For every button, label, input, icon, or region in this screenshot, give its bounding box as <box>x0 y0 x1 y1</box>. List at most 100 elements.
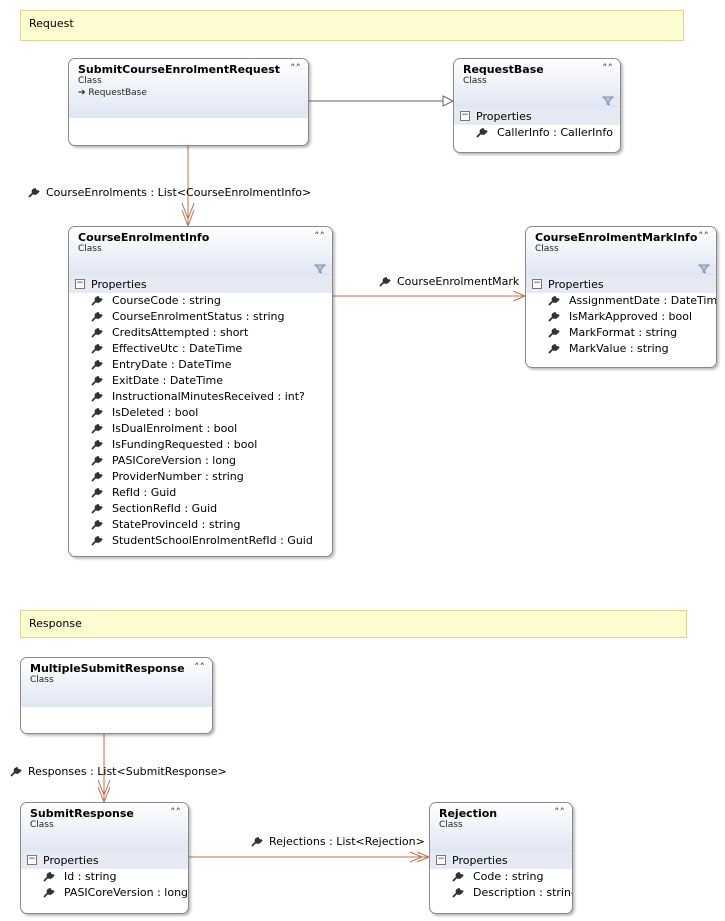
class-name: SubmitCourseEnrolmentRequest <box>78 63 281 76</box>
property-text: ProviderNumber : string <box>112 470 244 483</box>
wrench-icon <box>91 472 103 482</box>
chevrons-up-icon[interactable]: ˄˄ <box>194 661 205 674</box>
property-text: CourseEnrolmentStatus : string <box>112 310 285 323</box>
wrench-icon <box>91 392 103 402</box>
chevrons-up-icon[interactable]: ˄˄ <box>698 230 709 243</box>
class-name: CourseEnrolmentInfo <box>78 231 210 244</box>
property-text: RefId : Guid <box>112 486 177 499</box>
inherit-arrow-icon: ➔ <box>78 88 86 98</box>
property-row[interactable]: RefId : Guid <box>69 485 332 501</box>
properties-header[interactable]: − Properties <box>430 852 572 869</box>
property-row[interactable]: EntryDate : DateTime <box>69 357 332 373</box>
property-text: CallerInfo : CallerInfo <box>497 126 613 139</box>
collapse-minus-icon[interactable]: − <box>75 278 85 289</box>
chevrons-up-icon[interactable]: ˄˄ <box>314 230 325 243</box>
filter-icon[interactable] <box>698 264 710 274</box>
property-row[interactable]: CourseEnrolmentStatus : string <box>69 309 332 325</box>
property-row[interactable]: IsDualEnrolment : bool <box>69 421 332 437</box>
label-course-enrolment-mark[interactable]: CourseEnrolmentMark <box>379 275 519 289</box>
class-kind: Class <box>463 76 487 86</box>
class-header: CourseEnrolmentMarkInfo Class ˄˄ <box>526 227 716 276</box>
collapse-minus-icon[interactable]: − <box>27 854 37 865</box>
property-text: IsMarkApproved : bool <box>569 310 693 323</box>
property-text: CreditsAttempted : short <box>112 326 249 339</box>
arrowhead-responses-2 <box>97 779 111 797</box>
wrench-icon <box>91 424 103 434</box>
chevrons-up-icon[interactable]: ˄˄ <box>170 806 181 819</box>
property-row[interactable]: IsMarkApproved : bool <box>526 309 716 325</box>
property-text: MarkValue : string <box>569 342 669 355</box>
class-kind: Class <box>78 76 102 86</box>
label-rejections[interactable]: Rejections : List<Rejection> <box>251 835 425 849</box>
class-kind: Class <box>78 244 102 254</box>
label-course-enrolments[interactable]: CourseEnrolments : List<CourseEnrolmentI… <box>28 186 311 200</box>
property-text: Id : string <box>64 870 117 883</box>
wrench-icon <box>91 440 103 450</box>
property-row[interactable]: SectionRefId : Guid <box>69 501 332 517</box>
property-row[interactable]: Description : string <box>430 885 572 901</box>
wrench-icon <box>91 488 103 498</box>
property-row[interactable]: StudentSchoolEnrolmentRefId : Guid <box>69 533 332 549</box>
region-request: Request <box>20 10 684 41</box>
class-course-enrolment-info[interactable]: CourseEnrolmentInfo Class ˄˄ − Propertie… <box>68 226 333 557</box>
wrench-icon <box>91 376 103 386</box>
property-text: PASICoreVersion : long <box>112 454 237 467</box>
region-request-label: Request <box>29 17 74 30</box>
collapse-minus-icon[interactable]: − <box>436 854 446 865</box>
property-row[interactable]: EffectiveUtc : DateTime <box>69 341 332 357</box>
filter-icon[interactable] <box>314 264 326 274</box>
wrench-icon <box>43 888 55 898</box>
wrench-icon <box>91 456 103 466</box>
class-course-enrolment-mark-info[interactable]: CourseEnrolmentMarkInfo Class ˄˄ − Prope… <box>525 226 717 368</box>
property-row[interactable]: MarkFormat : string <box>526 325 716 341</box>
property-row[interactable]: MarkValue : string <box>526 341 716 357</box>
class-kind: Class <box>439 820 463 830</box>
properties-header[interactable]: − Properties <box>454 108 620 125</box>
properties-header[interactable]: − Properties <box>526 276 716 293</box>
property-text: MarkFormat : string <box>569 326 678 339</box>
collapse-minus-icon[interactable]: − <box>532 278 542 289</box>
label-responses[interactable]: Responses : List<SubmitResponse> <box>10 765 227 779</box>
property-row[interactable]: InstructionalMinutesReceived : int? <box>69 389 332 405</box>
class-header: RequestBase Class ˄˄ <box>454 59 620 108</box>
properties-header[interactable]: − Properties <box>21 852 188 869</box>
property-row[interactable]: StateProvinceId : string <box>69 517 332 533</box>
property-text: InstructionalMinutesReceived : int? <box>112 390 305 403</box>
property-row[interactable]: CallerInfo : CallerInfo <box>454 125 620 141</box>
property-row[interactable]: PASICoreVersion : long <box>21 885 188 901</box>
property-row[interactable]: CourseCode : string <box>69 293 332 309</box>
wrench-icon <box>91 520 103 530</box>
arrowhead-course-enrolments-2 <box>181 202 195 221</box>
class-submit-course-enrolment-request[interactable]: SubmitCourseEnrolmentRequest Class ➔ Req… <box>68 58 309 146</box>
wrench-icon <box>91 296 103 306</box>
class-rejection[interactable]: Rejection Class ˄˄ − Properties Code : s… <box>429 802 573 914</box>
property-row[interactable]: PASICoreVersion : long <box>69 453 332 469</box>
property-row[interactable]: Code : string <box>430 869 572 885</box>
property-row[interactable]: CreditsAttempted : short <box>69 325 332 341</box>
property-row[interactable]: AssignmentDate : DateTime <box>526 293 716 309</box>
collapse-minus-icon[interactable]: − <box>460 110 470 121</box>
property-row[interactable]: Id : string <box>21 869 188 885</box>
class-request-base[interactable]: RequestBase Class ˄˄ − Properties Caller… <box>453 58 621 153</box>
properties-header[interactable]: − Properties <box>69 276 332 293</box>
wrench-icon <box>91 536 103 546</box>
property-row[interactable]: IsDeleted : bool <box>69 405 332 421</box>
class-submit-response[interactable]: SubmitResponse Class ˄˄ − Properties Id … <box>20 802 189 914</box>
wrench-icon <box>28 188 40 198</box>
property-text: IsDualEnrolment : bool <box>112 422 238 435</box>
property-text: StudentSchoolEnrolmentRefId : Guid <box>112 534 313 547</box>
filter-icon[interactable] <box>602 96 614 106</box>
chevrons-up-icon[interactable]: ˄˄ <box>602 62 613 75</box>
wrench-icon <box>548 344 560 354</box>
property-row[interactable]: ExitDate : DateTime <box>69 373 332 389</box>
chevrons-up-icon[interactable]: ˄˄ <box>290 62 301 75</box>
property-row[interactable]: ProviderNumber : string <box>69 469 332 485</box>
class-inherits-text: RequestBase <box>88 88 147 98</box>
property-row[interactable]: IsFundingRequested : bool <box>69 437 332 453</box>
wrench-icon <box>548 312 560 322</box>
class-header: SubmitCourseEnrolmentRequest Class ➔ Req… <box>69 59 308 118</box>
property-text: StateProvinceId : string <box>112 518 241 531</box>
class-multiple-submit-response[interactable]: MultipleSubmitResponse Class ˄˄ <box>20 657 213 734</box>
wrench-icon <box>548 296 560 306</box>
chevrons-up-icon[interactable]: ˄˄ <box>554 806 565 819</box>
